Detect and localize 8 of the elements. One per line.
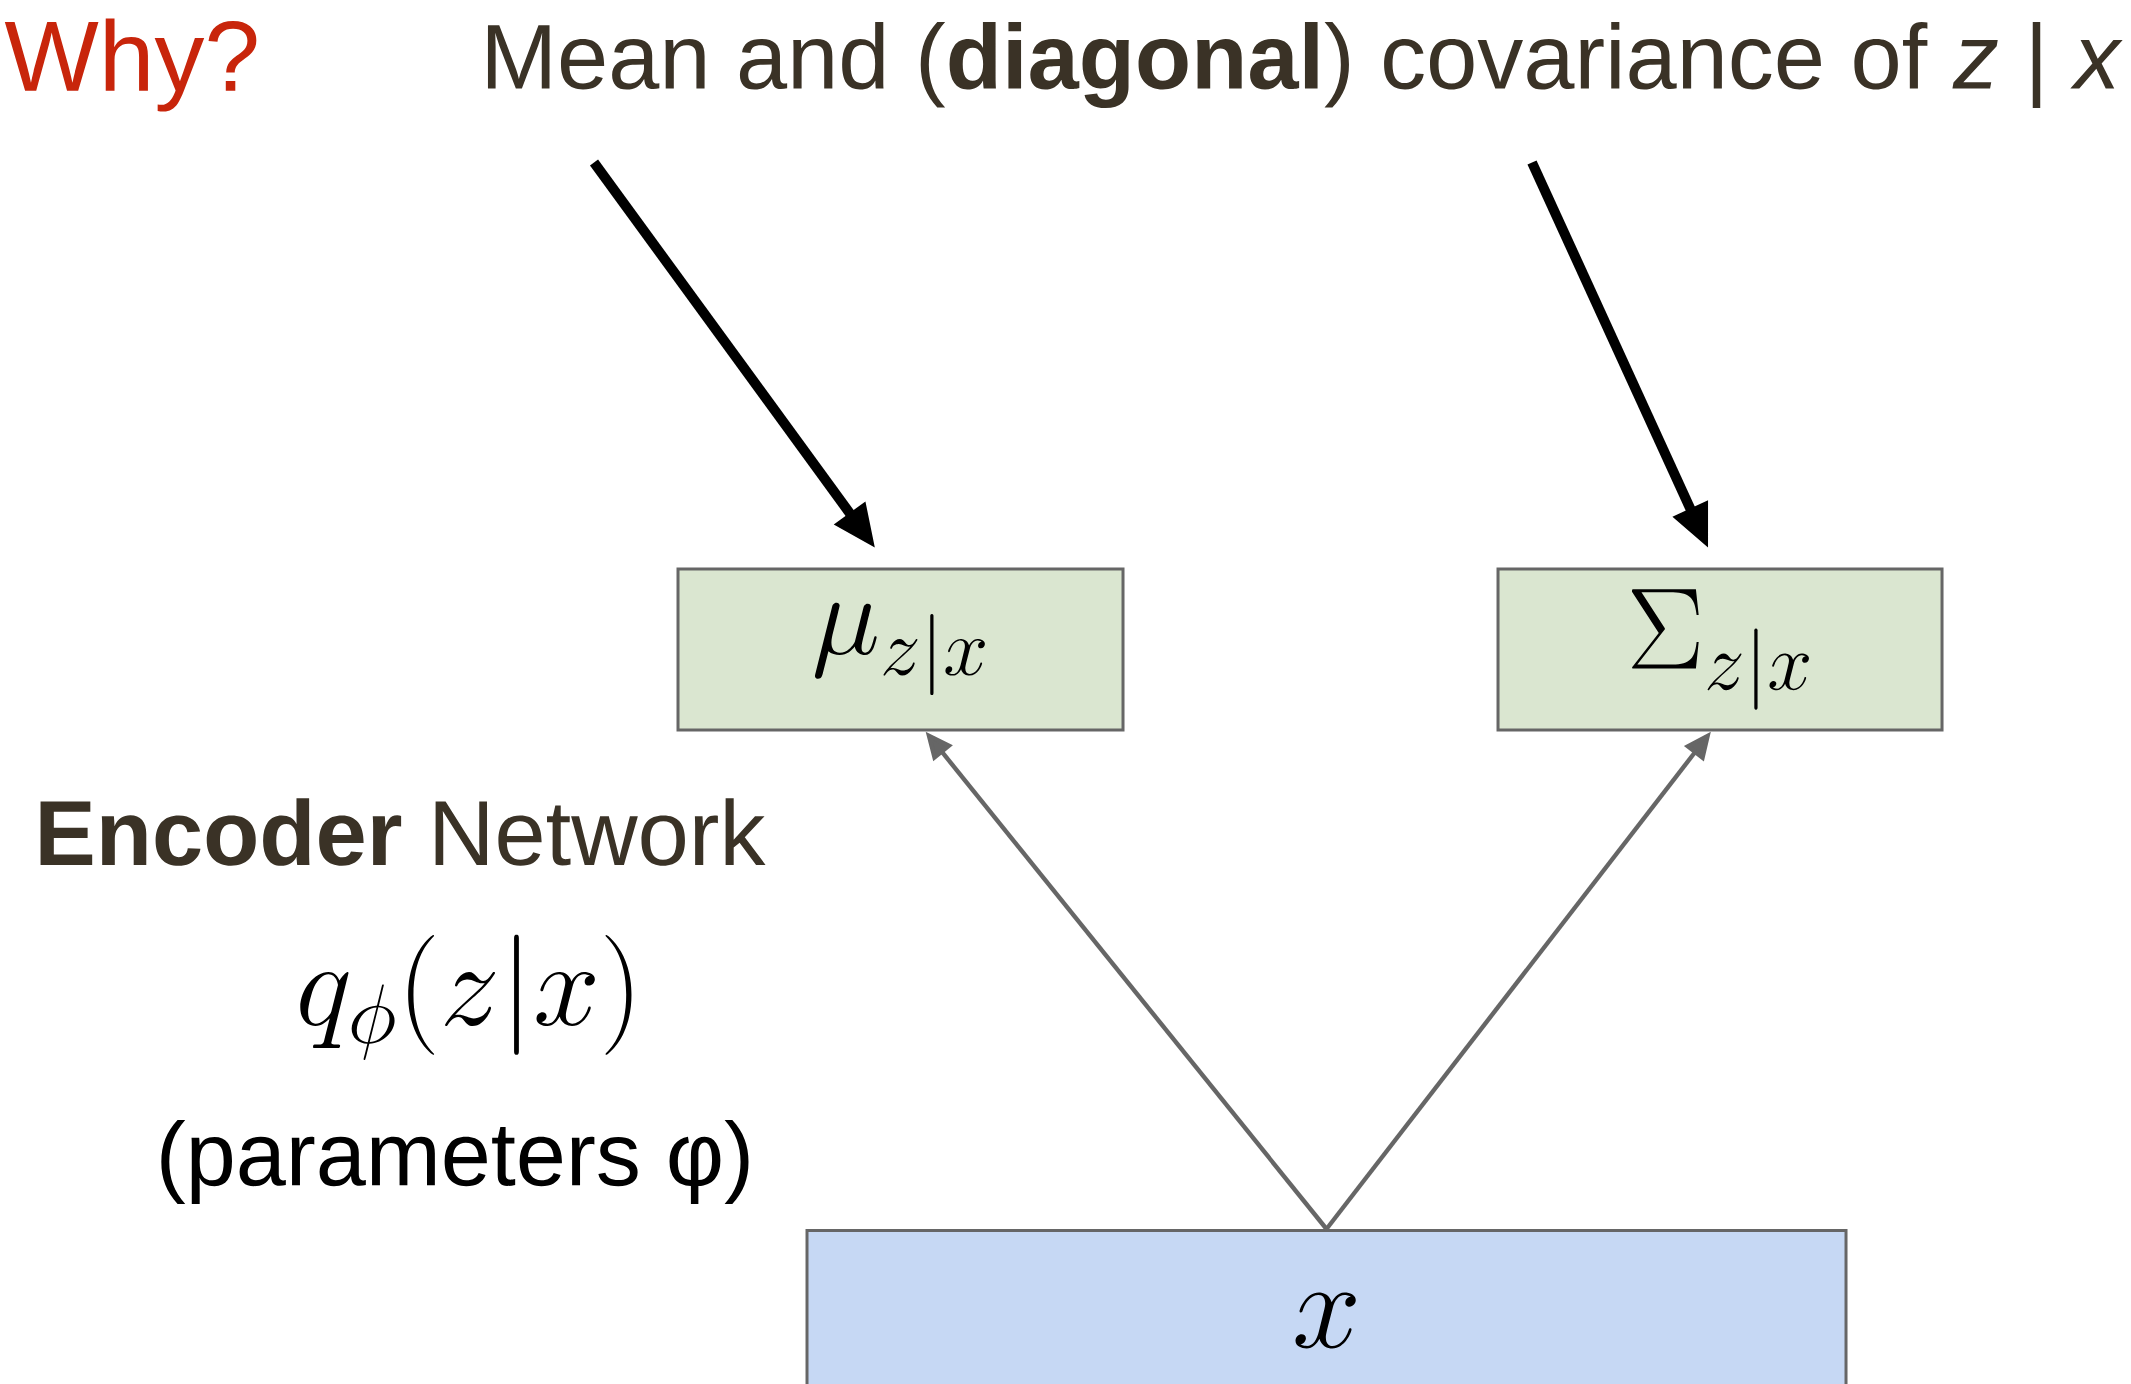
mean-box: $\mu_{z|x}$ [676, 567, 1125, 732]
formula: $q_\phi(z|x)$ [300, 934, 632, 1060]
input-box: $x$ [805, 1229, 1848, 1384]
title-text: Why? [4, 18, 257, 112]
heading-text: Encoder Network [40, 798, 766, 866]
covariance-box: $\Sigma_{z|x}$ [1496, 567, 1944, 732]
note-text: (parameters φ) [161, 1120, 749, 1204]
header-text: Mean and (diagonal) covariance of z | x [487, 21, 2123, 109]
